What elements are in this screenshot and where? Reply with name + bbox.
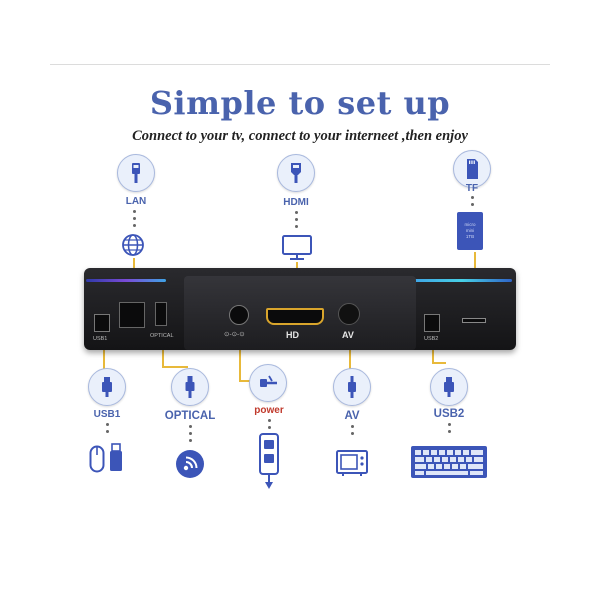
- tf-card-text-2: mini: [465, 228, 475, 233]
- power-label: power: [254, 405, 284, 416]
- av-port-label: AV: [342, 330, 354, 340]
- lan-cable-icon: [117, 154, 155, 192]
- audio-speaker-icon: [175, 449, 205, 483]
- usb2-plug-icon: [430, 368, 468, 406]
- tv-monitor-icon: [281, 234, 313, 266]
- av-label: AV: [344, 410, 360, 422]
- sd-card-icon: [453, 150, 491, 188]
- usb2-port: [424, 314, 440, 332]
- globe-icon: [120, 232, 146, 262]
- power-adapter-icon: [258, 432, 280, 496]
- optical-label: OPTICAL: [164, 410, 216, 422]
- usb2-label: USB2: [433, 408, 465, 420]
- av-plug-icon: [333, 368, 371, 406]
- optical-cable-icon: [171, 368, 209, 406]
- hdmi-dots: [294, 211, 298, 232]
- old-tv-icon: [335, 447, 369, 481]
- usb1-plug-icon: [88, 368, 126, 406]
- tf-dots: [470, 196, 474, 210]
- optical-port-label: OPTICAL: [150, 333, 174, 339]
- power-plug-icon: [249, 364, 287, 402]
- lan-dots: [132, 210, 136, 231]
- hd-port-label: HD: [286, 330, 299, 340]
- optical-port: [155, 302, 167, 326]
- power-dots: [267, 419, 271, 433]
- usb-drive-icon: [109, 443, 123, 477]
- tf-label: TF: [465, 183, 479, 194]
- tf-card-text-3: 1TB: [465, 234, 475, 239]
- usb1-dots: [105, 423, 109, 437]
- hdmi-cable-icon: [277, 154, 315, 192]
- page-title: Simple to set up: [149, 84, 451, 122]
- usb1-port: [94, 314, 110, 332]
- usb1-label: USB1: [93, 409, 121, 420]
- tv-box-led-left: [86, 279, 166, 282]
- hdmi-label: HDMI: [283, 197, 309, 208]
- lan-port: [119, 302, 145, 328]
- usb1-connector-line: [103, 340, 105, 372]
- dc-power-port: [229, 305, 249, 325]
- tf-slot: [462, 318, 486, 323]
- mouse-icon: [89, 445, 105, 477]
- tf-card-text-1: micro: [464, 222, 476, 227]
- hdmi-port: [266, 308, 324, 325]
- usb2-port-label: USB2: [424, 336, 439, 342]
- top-divider: [50, 64, 550, 65]
- usb2-dots: [447, 423, 451, 437]
- usb1-port-label: USB1: [93, 336, 108, 342]
- av-dots: [350, 425, 354, 439]
- optical-connector-hline: [162, 366, 188, 368]
- optical-dots: [188, 425, 192, 446]
- av-port: [338, 303, 360, 325]
- lan-label: LAN: [125, 196, 147, 207]
- av-connector-line: [349, 336, 351, 374]
- tv-box-led-right: [412, 279, 512, 282]
- power-connector-line: [239, 336, 241, 380]
- usb2-connector-hline: [432, 362, 446, 364]
- tf-card-image: micro mini 1TB: [457, 212, 483, 250]
- usb2-connector-line: [432, 340, 434, 362]
- keyboard-icon: [410, 445, 488, 483]
- power-port-label: ⊙-⊙-⊙: [224, 331, 245, 338]
- page-subtitle: Connect to your tv, connect to your inte…: [132, 128, 468, 144]
